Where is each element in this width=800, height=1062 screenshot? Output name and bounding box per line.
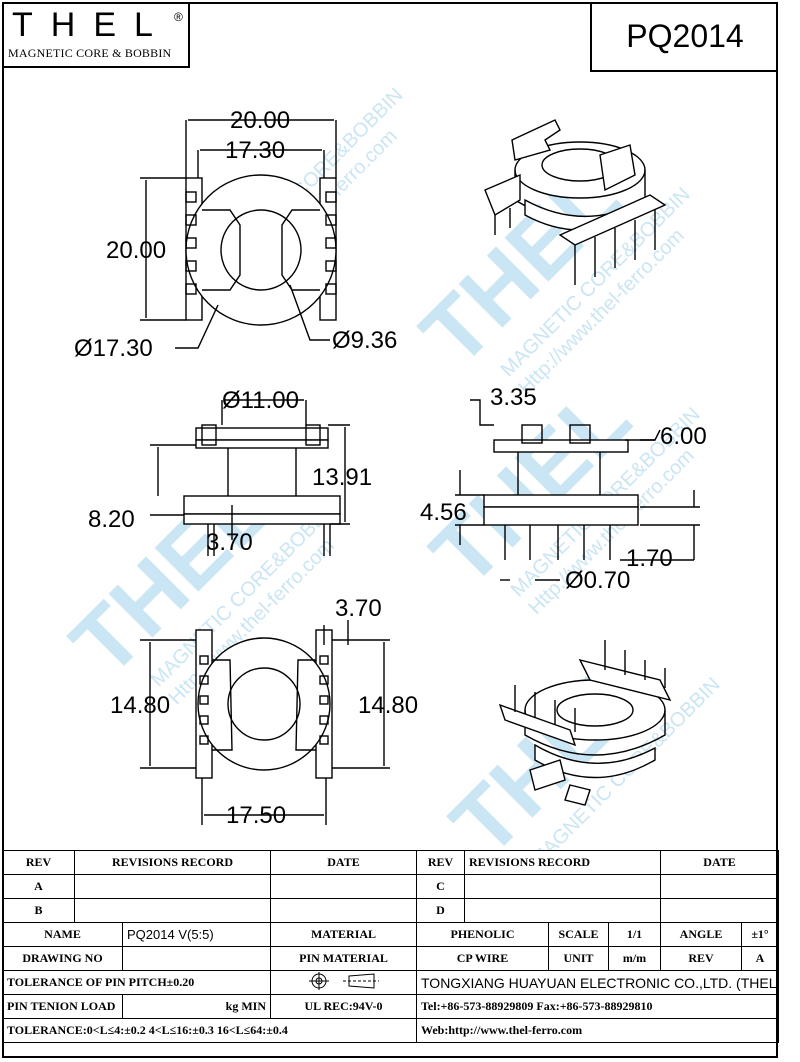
logo-subtitle: MAGNETIC CORE & BOBBIN: [8, 46, 172, 60]
dim-pin-dia: Ø0.70: [565, 567, 630, 594]
pin-material-label: PIN MATERIAL: [270, 946, 417, 971]
company-name: TONGXIANG HUAYUAN ELECTRONIC CO.,LTD. (T…: [415, 970, 780, 995]
first-angle-projection-icon: [308, 971, 379, 990]
dim-dia-outer: Ø17.30: [74, 335, 153, 362]
revisions-record-header: REVISIONS RECORD: [74, 850, 271, 875]
dim-side-width: 6.00: [660, 423, 707, 450]
registered-mark: ®: [174, 10, 183, 24]
rev-row-d: D: [416, 898, 465, 923]
name-value: PQ2014 V(5:5): [122, 922, 271, 947]
dim-front-height-base: 8.20: [88, 506, 135, 533]
pin-material-value: CP WIRE: [416, 946, 549, 971]
watermark-logo: THEL: [433, 638, 670, 850]
dim-top-width-inner: 17.30: [225, 137, 285, 164]
rev-header: REV: [2, 850, 75, 875]
bottom-right-pins: [319, 655, 329, 745]
projection-symbol: [270, 970, 417, 995]
scale-label: SCALE: [548, 922, 609, 947]
front-view: [150, 399, 350, 556]
bottom-view: [140, 620, 390, 825]
logo-block: THEL ® MAGNETIC CORE & BOBBIN: [2, 2, 190, 68]
top-view: [140, 119, 337, 349]
dim-bottom-pin-offset: 3.70: [335, 595, 382, 622]
pin-tension-unit: kg MIN: [122, 994, 271, 1019]
top-right-pins: [325, 191, 337, 295]
web-address: Web:http://www.thel-ferro.com: [415, 1018, 780, 1043]
angle-label: ANGLE: [660, 922, 742, 947]
drawing-no-label: DRAWING NO: [2, 946, 123, 971]
pin-tension-label: PIN TENION LOAD: [2, 994, 123, 1019]
material-value: PHENOLIC: [416, 922, 549, 947]
thel-logo: THEL: [12, 6, 171, 44]
side-view: [455, 399, 700, 581]
rev-row-a: A: [2, 874, 75, 899]
angle-value: ±1°: [740, 922, 780, 947]
date-header-right: DATE: [659, 850, 780, 875]
dimension-labels: 20.00 17.30 20.00 Ø17.30 Ø9.36 Ø11.00 13…: [74, 107, 707, 829]
bottom-left-pins: [199, 655, 209, 745]
rev-header-right: REV: [416, 850, 465, 875]
rev-value: A: [740, 946, 780, 971]
top-left-pins: [185, 191, 197, 295]
drawing-frame: [2, 2, 778, 1058]
dim-front-height-total: 13.91: [312, 464, 372, 491]
dim-bottom-left-height: 14.80: [110, 692, 170, 719]
name-label: NAME: [2, 922, 123, 947]
rev-row-b: B: [2, 898, 75, 923]
dim-top-width-outer: 20.00: [230, 107, 290, 134]
dim-bottom-width: 17.50: [226, 802, 286, 829]
rev-row-c: C: [416, 874, 465, 899]
unit-label: UNIT: [548, 946, 609, 971]
unit-value: m/m: [608, 946, 661, 971]
dim-side-top: 3.35: [490, 384, 537, 411]
material-label: MATERIAL: [270, 922, 417, 947]
scale-value: 1/1: [608, 922, 661, 947]
side-pins: [504, 525, 611, 560]
ul-rec: UL REC:94V-0: [270, 994, 417, 1019]
tolerance: TOLERANCE:0<L≤4:±0.2 4<L≤16:±0.3 16<L≤64…: [2, 1018, 417, 1043]
part-number: PQ2014: [626, 18, 744, 54]
dim-side-height: 4.56: [420, 499, 467, 526]
date-header: DATE: [270, 850, 417, 875]
revisions-record-header-right: REVISIONS RECORD: [464, 850, 661, 875]
dim-bottom-right-height: 14.80: [358, 692, 418, 719]
dim-front-flange: 3.70: [206, 529, 253, 556]
dim-side-pin-len: 1.70: [626, 545, 673, 572]
tel-fax: Tel:+86-573-88929809 Fax:+86-573-8892981…: [415, 994, 780, 1019]
technical-drawing: THEL MAGNETIC CORE&BOBBIN Http://www.the…: [53, 84, 725, 850]
iso-view-bottom: [498, 640, 672, 806]
iso-view-top: [484, 119, 667, 285]
title-block: REV REVISIONS RECORD DATE REV REVISIONS …: [2, 850, 780, 1043]
dim-dia-inner: Ø9.36: [332, 327, 397, 354]
part-number-block: PQ2014: [590, 2, 778, 72]
rev-label: REV: [660, 946, 742, 971]
dim-front-dia: Ø11.00: [222, 387, 299, 414]
pin-pitch-tolerance: TOLERANCE OF PIN PITCH±0.20: [2, 970, 271, 995]
dim-top-height: 20.00: [106, 237, 166, 264]
